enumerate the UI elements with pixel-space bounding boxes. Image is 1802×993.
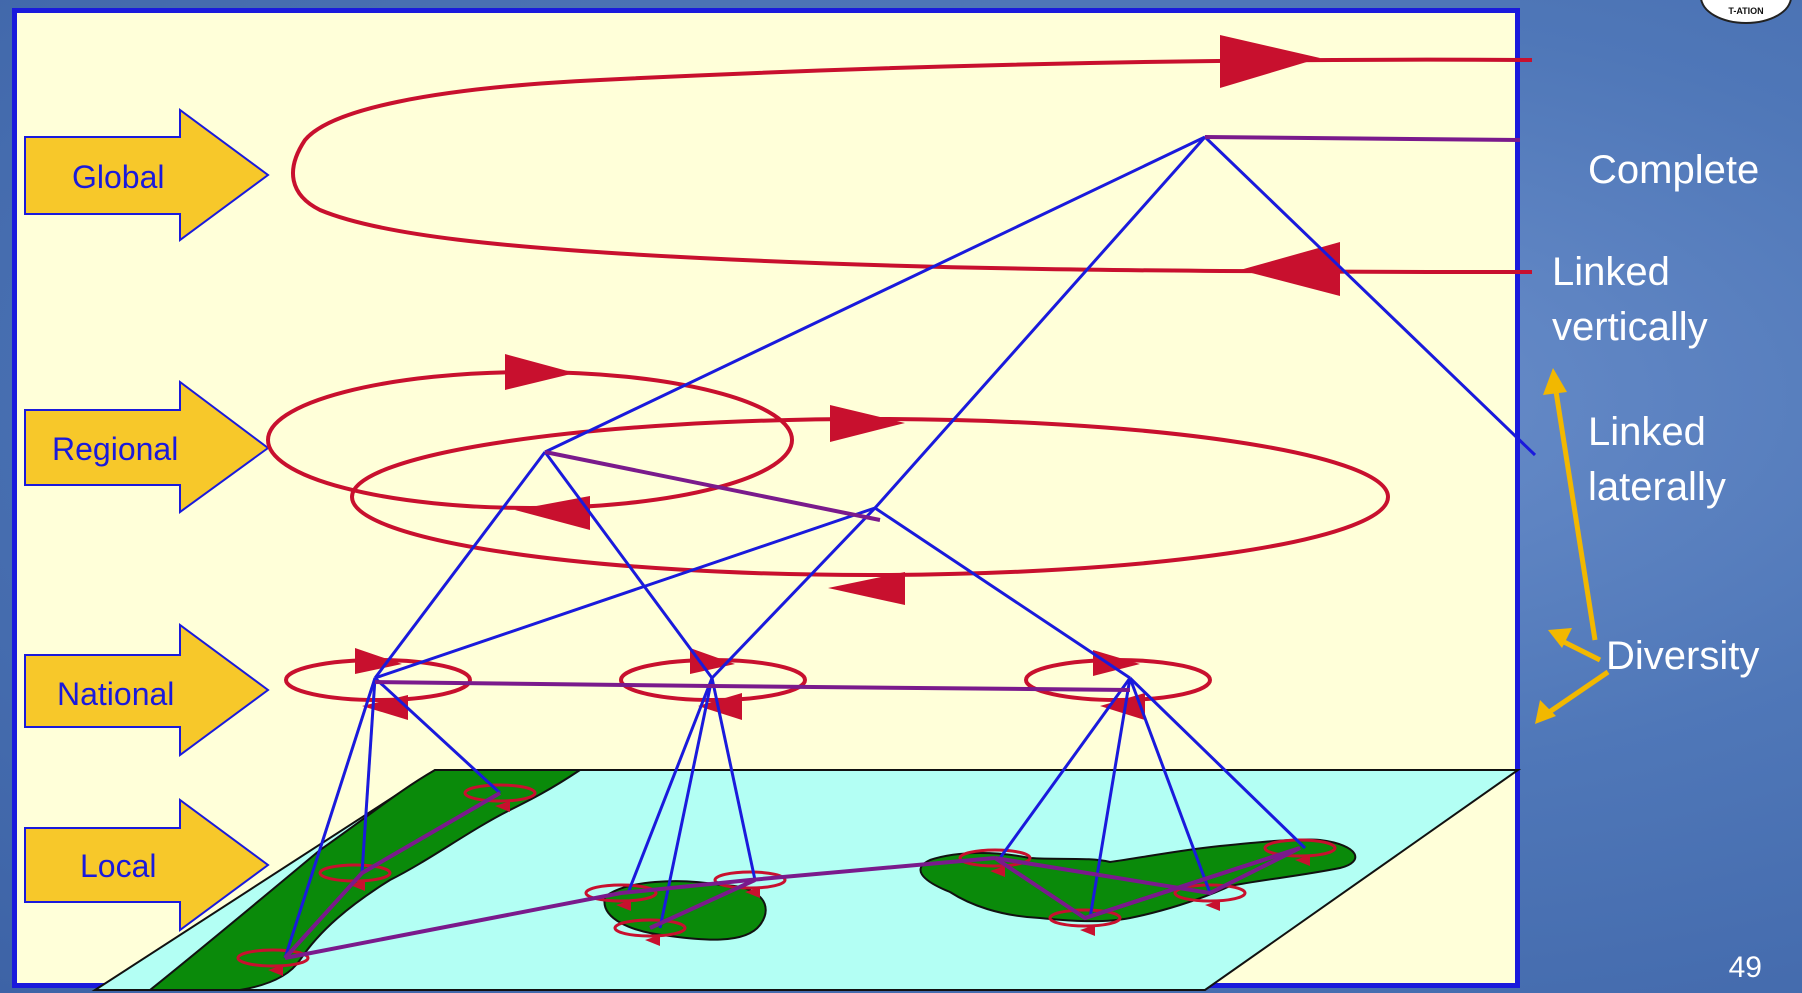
regional-cycle-arrow-1 xyxy=(505,354,575,390)
label-diversity: Diversity xyxy=(1606,632,1759,680)
global-cycle xyxy=(293,60,1532,272)
label-linked-vertically-2: vertically xyxy=(1552,303,1708,351)
regional-cycle-2 xyxy=(352,419,1388,575)
level-label-regional: Regional xyxy=(52,425,178,473)
label-linked-laterally-2: laterally xyxy=(1588,463,1726,511)
label-linked-laterally-1: Linked xyxy=(1588,408,1706,456)
label-complete: Complete xyxy=(1588,146,1759,194)
label-linked-vertically-1: Linked xyxy=(1552,248,1670,296)
global-cycle-arrow-top xyxy=(1220,35,1320,88)
national-cycles xyxy=(286,660,1210,700)
page-number: 49 xyxy=(1729,951,1762,985)
regional-cycle-arrow-2 xyxy=(830,405,905,442)
level-label-local: Local xyxy=(80,842,157,890)
regional-cycle-arrow-3 xyxy=(515,496,590,530)
level-label-global: Global xyxy=(72,153,165,201)
logo-text: T-ATION xyxy=(1702,6,1790,16)
global-cycle-arrow-bottom xyxy=(1240,242,1340,296)
level-label-national: National xyxy=(57,670,174,718)
level-arrows xyxy=(25,110,268,930)
